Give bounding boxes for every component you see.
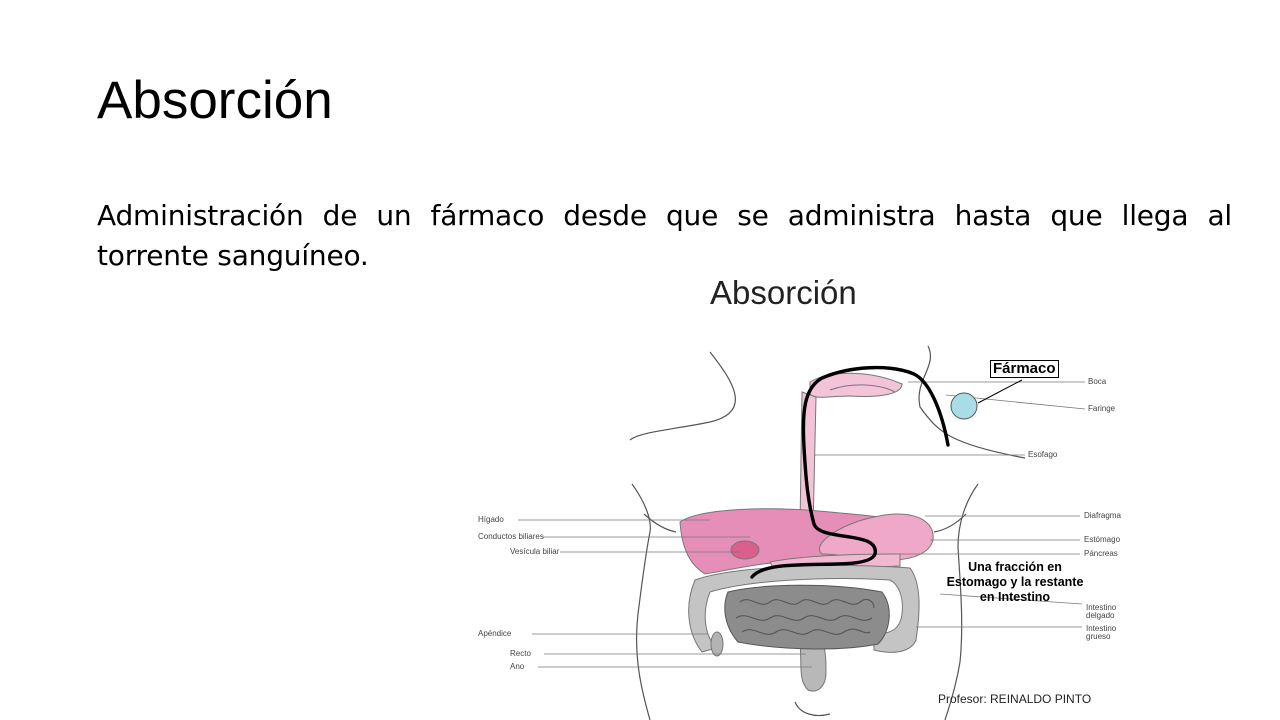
gallbladder [730, 540, 760, 560]
label-higado: Hígado [478, 515, 504, 524]
label-apendice: Apéndice [478, 629, 512, 638]
drug-label-arrow [977, 379, 1023, 404]
drug-label: Fármaco [990, 360, 1059, 378]
drug-pill [950, 392, 978, 420]
fraction-note: Una fracción en Estomago y la restante e… [946, 560, 1084, 604]
label-diafragma: Diafragma [1084, 511, 1121, 520]
absorption-diagram: Absorción Fármaco Una fracción en Estoma… [470, 262, 1170, 720]
label-boca: Boca [1088, 377, 1107, 386]
label-faringe: Faringe [1088, 404, 1116, 413]
credit: Profesor: REINALDO PINTO [938, 692, 1092, 706]
rectum [799, 641, 827, 692]
label-recto: Recto [510, 649, 531, 658]
label-estomago: Estómago [1084, 535, 1121, 544]
anatomy-illustration [518, 345, 1086, 720]
slide-body-text: Administración de un fármaco desde que s… [97, 199, 1232, 272]
appendix [710, 631, 724, 657]
drug-pathway [750, 365, 950, 579]
label-intestino-grueso-1: Intestino [1086, 624, 1117, 633]
label-esofago: Esofago [1028, 450, 1058, 459]
label-pancreas: Páncreas [1084, 549, 1118, 558]
label-ano: Ano [510, 662, 525, 671]
slide-title: Absorción [97, 71, 333, 130]
label-intestino-delgado-1: Intestino [1086, 603, 1117, 612]
small-intestine [724, 584, 890, 650]
small-intestine-coils [735, 599, 875, 635]
diagram-title: Absorción [710, 274, 857, 311]
leader-lines [518, 381, 1086, 668]
label-vesicula-biliar: Vesícula biliar [510, 547, 560, 556]
label-intestino-delgado-2: delgado [1086, 611, 1115, 620]
label-conductos-biliares: Conductos biliares [478, 532, 544, 541]
tongue [829, 384, 896, 393]
label-intestino-grueso-2: grueso [1086, 632, 1111, 641]
